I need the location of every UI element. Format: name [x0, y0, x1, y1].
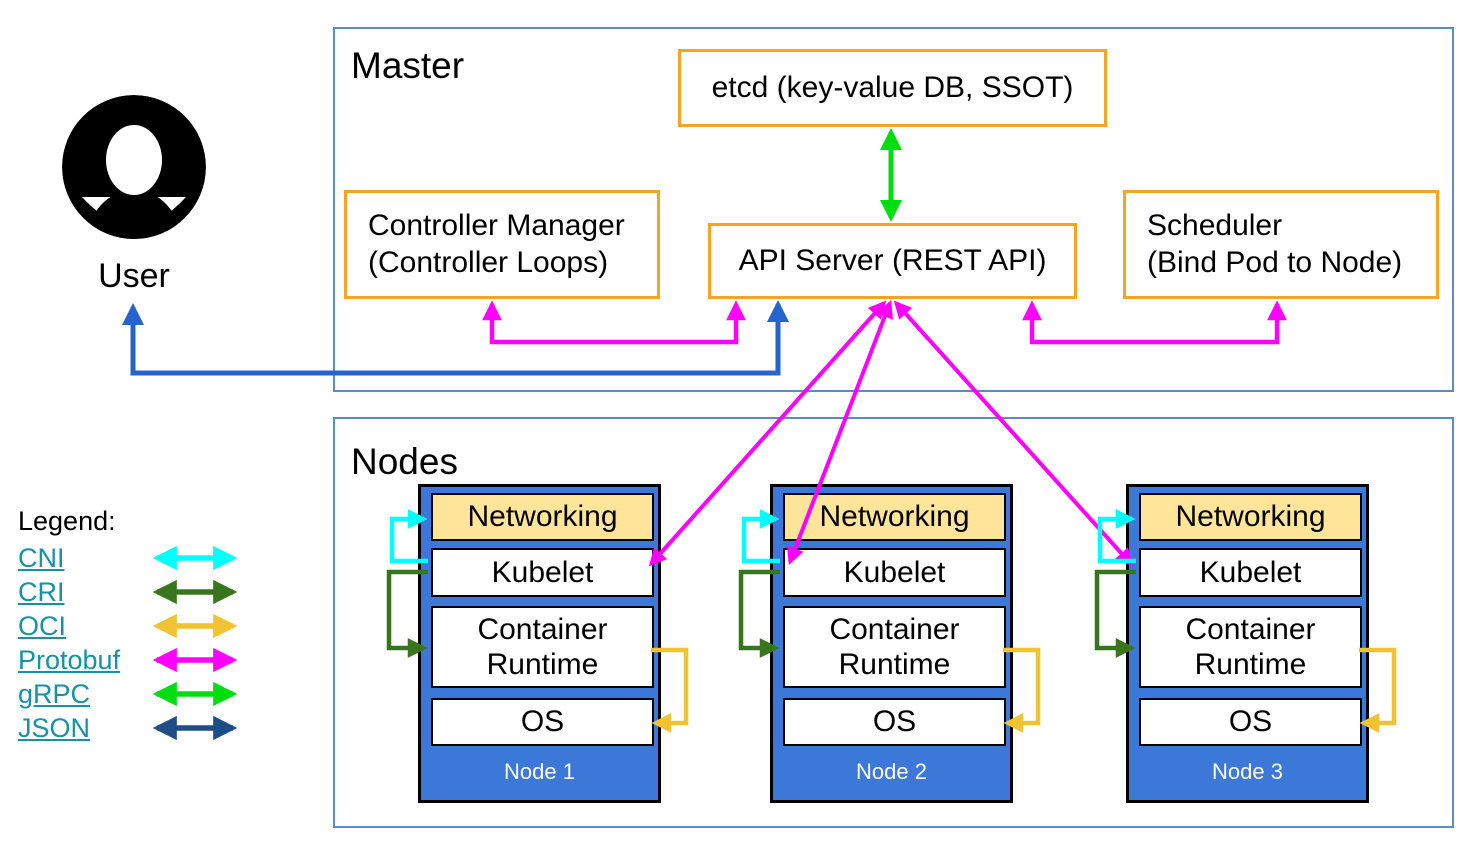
legend-arrow-oci	[152, 613, 238, 639]
node-1: Networking Kubelet Container Runtime OS …	[418, 484, 661, 803]
legend-item-cri: CRI	[18, 575, 258, 609]
node-1-name: Node 1	[504, 759, 575, 784]
legend-link-cri[interactable]: CRI	[18, 576, 65, 607]
node-1-kubelet-box: Kubelet	[431, 548, 654, 597]
container-runtime-label: Container Runtime	[477, 612, 608, 681]
nodes-section: Nodes	[333, 417, 1454, 828]
etcd-box: etcd (key-value DB, SSOT)	[678, 49, 1107, 127]
legend-arrow-cri	[152, 579, 238, 605]
legend-link-cni[interactable]: CNI	[18, 542, 65, 573]
user-icon	[62, 95, 206, 239]
controller-manager-line1: Controller Manager	[368, 208, 625, 242]
node-1-os-box: OS	[431, 698, 654, 746]
nodes-label: Nodes	[351, 441, 458, 482]
legend-arrow-json	[152, 715, 238, 741]
legend-link-grpc[interactable]: gRPC	[18, 678, 91, 709]
node-3-os-box: OS	[1139, 698, 1362, 746]
node-2-os-box: OS	[783, 698, 1006, 746]
controller-manager-box: Controller Manager (Controller Loops)	[344, 190, 660, 299]
legend-item-protobuf: Protobuf	[18, 643, 258, 677]
container-runtime-label: Container Runtime	[829, 612, 960, 681]
master-section: Master	[333, 27, 1454, 392]
legend-item-grpc: gRPC	[18, 677, 258, 711]
node-2-networking-box: Networking	[783, 493, 1006, 541]
scheduler-line1: Scheduler	[1147, 208, 1283, 242]
node-1-container-runtime-box: Container Runtime	[431, 606, 654, 688]
node-2-name: Node 2	[856, 759, 927, 784]
legend-arrow-grpc	[152, 681, 238, 707]
networking-label: Networking	[467, 500, 618, 534]
master-label: Master	[351, 45, 465, 86]
api-server-box: API Server (REST API)	[708, 223, 1077, 299]
node-3-container-runtime-box: Container Runtime	[1139, 606, 1362, 688]
node-1-networking-box: Networking	[431, 493, 654, 541]
controller-manager-line2: (Controller Loops)	[368, 245, 609, 279]
os-label: OS	[1228, 705, 1273, 739]
legend-link-json[interactable]: JSON	[18, 712, 91, 743]
node-3: Networking Kubelet Container Runtime OS …	[1126, 484, 1369, 803]
node-2: Networking Kubelet Container Runtime OS …	[770, 484, 1013, 803]
kubelet-label: Kubelet	[491, 555, 594, 589]
node-3-kubelet-box: Kubelet	[1139, 548, 1362, 597]
api-server-label: API Server (REST API)	[738, 243, 1047, 277]
kubelet-label: Kubelet	[1199, 555, 1302, 589]
legend-link-protobuf[interactable]: Protobuf	[18, 644, 121, 675]
scheduler-box: Scheduler (Bind Pod to Node)	[1123, 190, 1439, 299]
legend-item-cni: CNI	[18, 541, 258, 575]
legend-title: Legend:	[18, 506, 116, 536]
container-runtime-label: Container Runtime	[1185, 612, 1316, 681]
os-label: OS	[520, 705, 565, 739]
networking-label: Networking	[1175, 500, 1326, 534]
node-3-name: Node 3	[1212, 759, 1283, 784]
etcd-label: etcd (key-value DB, SSOT)	[711, 70, 1074, 104]
os-label: OS	[872, 705, 917, 739]
legend-item-oci: OCI	[18, 609, 258, 643]
networking-label: Networking	[819, 500, 970, 534]
node-3-networking-box: Networking	[1139, 493, 1362, 541]
legend-link-oci[interactable]: OCI	[18, 610, 67, 641]
legend-item-json: JSON	[18, 711, 258, 745]
scheduler-line2: (Bind Pod to Node)	[1147, 245, 1403, 279]
user-label: User	[98, 257, 170, 295]
node-2-kubelet-box: Kubelet	[783, 548, 1006, 597]
node-2-container-runtime-box: Container Runtime	[783, 606, 1006, 688]
legend-arrow-cni	[152, 545, 238, 571]
legend-arrow-protobuf	[152, 647, 238, 673]
kubelet-label: Kubelet	[843, 555, 946, 589]
